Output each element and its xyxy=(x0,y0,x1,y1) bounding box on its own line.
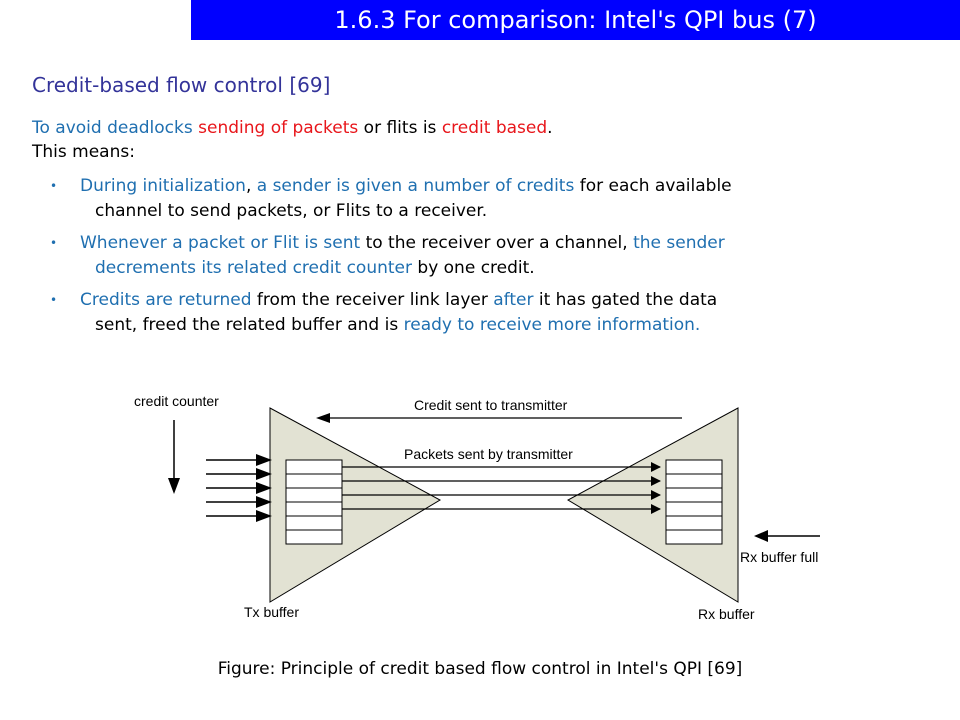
bullet-text: to the receiver over a channel, xyxy=(360,233,634,253)
bullet-text-highlight: Whenever a packet or Flit is sent xyxy=(80,233,361,253)
packets-sent-arrows xyxy=(342,462,661,514)
bullet-text-highlight: ready to receive more information. xyxy=(403,315,701,335)
tx-input-arrowheads xyxy=(256,454,272,522)
rx-buffer-label: Rx buffer xyxy=(698,606,755,622)
bullet-text: , xyxy=(245,176,257,196)
bullet-list: • During initialization, a sender is giv… xyxy=(50,174,930,345)
intro-period: . xyxy=(547,118,553,138)
rx-buffer-full-arrow xyxy=(754,530,820,542)
tx-buffer-slots xyxy=(285,459,343,545)
figure-caption: Figure: Principle of credit based flow c… xyxy=(217,659,743,679)
bullet-text-continued: decrements its related credit counter by… xyxy=(80,256,930,281)
credit-flow-diagram: credit counter Credi xyxy=(134,393,820,622)
bullet-text-highlight: a sender is given a number of credits xyxy=(256,176,575,196)
credit-counter-label: credit counter xyxy=(134,393,219,409)
credit-counter-arrow xyxy=(168,420,180,494)
bullet-dot: • xyxy=(50,293,58,307)
bullet-dot: • xyxy=(50,236,58,250)
bullet-text-continued: channel to send packets, or Flits to a r… xyxy=(95,201,488,221)
credit-sent-label: Credit sent to transmitter xyxy=(414,397,568,413)
credit-sent-arrow xyxy=(316,413,682,423)
intro-sending-packets: sending of packets xyxy=(198,118,359,138)
bullet-text-highlight: Credits are returned xyxy=(80,290,252,310)
intro-avoid-deadlocks: To avoid deadlocks xyxy=(32,118,193,138)
bullet-text-highlight: During initialization xyxy=(80,176,246,196)
bullet-item: • Credits are returned from the receiver… xyxy=(50,288,930,338)
intro-this-means: This means: xyxy=(32,142,135,162)
bullet-text: for each available xyxy=(574,176,732,196)
intro-text: To avoid deadlocks sending of packets or… xyxy=(32,116,553,164)
tx-buffer-shape xyxy=(269,407,442,603)
bullet-item: • Whenever a packet or Flit is sent to t… xyxy=(50,231,930,281)
section-subtitle: Credit-based flow control [69] xyxy=(32,73,331,97)
tx-buffer-label: Tx buffer xyxy=(244,604,299,620)
bullet-text: by one credit. xyxy=(412,258,535,278)
bullet-text-continued: sent, freed the related buffer and is re… xyxy=(80,313,930,338)
tx-input-arrows xyxy=(206,459,258,517)
packets-sent-label: Packets sent by transmitter xyxy=(404,446,573,462)
bullet-text: it has gated the data xyxy=(533,290,718,310)
rx-buffer-full-label: Rx buffer full xyxy=(740,549,818,565)
intro-credit-based: credit based xyxy=(441,118,548,138)
bullet-item: • During initialization, a sender is giv… xyxy=(50,174,930,224)
bullet-text: sent, freed the related buffer and is xyxy=(95,315,404,335)
bullet-dot: • xyxy=(50,179,58,193)
intro-or-flits: or flits is xyxy=(358,118,442,138)
bullet-text-highlight: the sender xyxy=(633,233,725,253)
slide-title: 1.6.3 For comparison: Intel's QPI bus (7… xyxy=(191,0,960,40)
bullet-text: from the receiver link layer xyxy=(251,290,494,310)
bullet-text-highlight: decrements its related credit counter xyxy=(95,258,412,278)
bullet-text-highlight: after xyxy=(493,290,534,310)
rx-buffer-slots xyxy=(665,459,723,545)
